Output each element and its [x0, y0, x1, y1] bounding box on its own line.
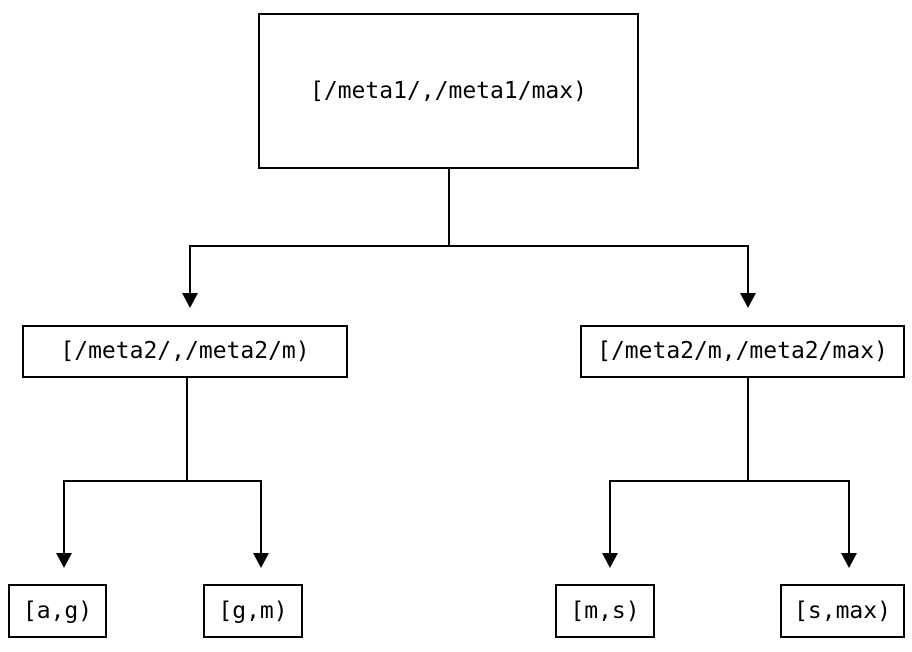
node-root-interval: [/meta1/,/meta1/max) [258, 13, 639, 169]
arrowhead-right-child [740, 293, 756, 308]
node-leaf-interval-gm: [g,m) [203, 584, 303, 638]
arrowhead-left-child [182, 293, 198, 308]
arrowhead-leaf-ms [602, 553, 618, 568]
node-leaf-interval-ms: [m,s) [555, 584, 655, 638]
arrowhead-leaf-smax [841, 553, 857, 568]
node-leaf-interval-smax: [s,max) [780, 584, 905, 638]
node-leaf-interval-ag: [a,g) [8, 584, 107, 638]
node-left-child-interval: [/meta2/,/meta2/m) [22, 325, 348, 378]
node-right-child-interval: [/meta2/m,/meta2/max) [580, 325, 905, 378]
arrowhead-leaf-gm [253, 553, 269, 568]
arrowhead-leaf-ag [56, 553, 72, 568]
